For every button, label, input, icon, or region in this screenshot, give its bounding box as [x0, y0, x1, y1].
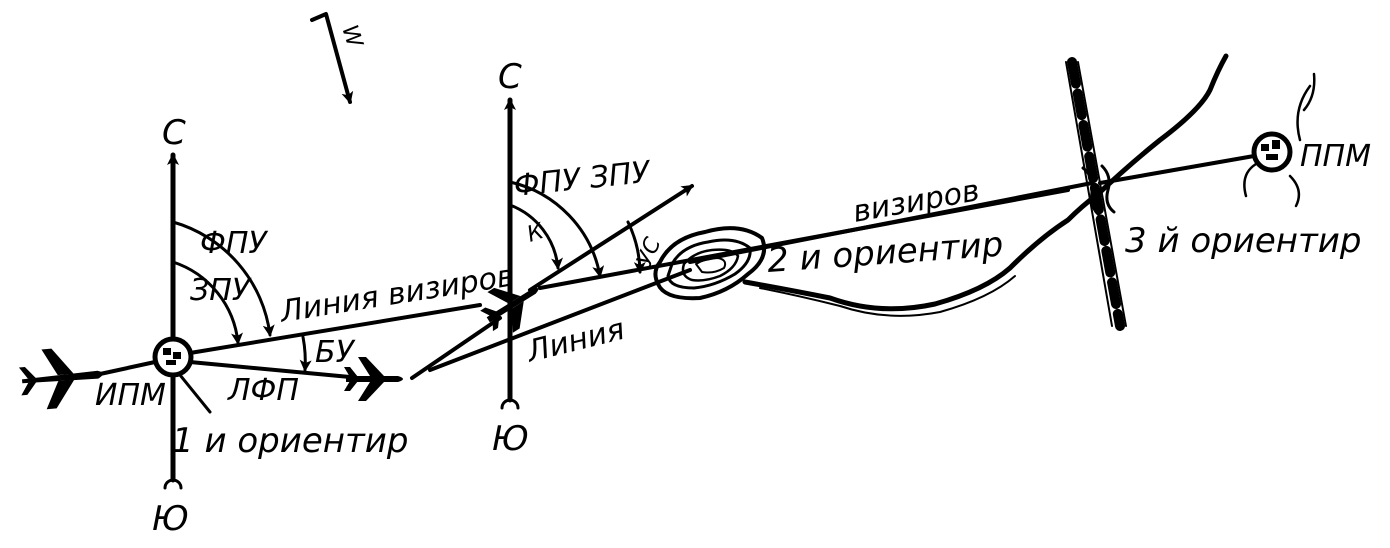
- bu-arc: [299, 335, 312, 372]
- correction-track: [410, 316, 502, 380]
- landmark-1-leader: [178, 373, 212, 414]
- sight-2-label: визиров: [850, 173, 982, 230]
- wind-label: W: [336, 22, 367, 52]
- landmark-3-label: 3 й ориентир: [1125, 221, 1361, 261]
- ppm-circle: [1251, 131, 1293, 173]
- south-label-2: Ю: [492, 419, 529, 459]
- river: [742, 53, 1229, 312]
- zpu-label-1: ЗПУ: [190, 273, 252, 308]
- ipm-building-icon: [163, 348, 171, 355]
- south-hook-2: [500, 398, 520, 410]
- actual-track-line: [188, 360, 352, 379]
- landmark-2-label: 2 и ориентир: [766, 225, 1005, 281]
- south-label-1: Ю: [152, 499, 189, 539]
- wind-arrow-line: [310, 12, 354, 104]
- ipm-building-icon-3: [166, 360, 176, 365]
- railway-landmark-3: [1065, 57, 1127, 331]
- ppm-station: [1243, 72, 1316, 208]
- north-label-1: С: [162, 113, 186, 153]
- aircraft-1-icon: [18, 348, 103, 410]
- lfp-label: ЛФП: [227, 373, 299, 408]
- sight-to-landmark-3: [688, 181, 1094, 264]
- river-inner: [759, 275, 1016, 317]
- k-arc: [508, 203, 564, 270]
- fpu-zpu-label: ФПУ ЗПУ: [512, 155, 653, 204]
- line-2-label: Линия: [522, 312, 628, 370]
- fpu-label-1: ФПУ: [200, 226, 268, 261]
- wind-indicator: W: [310, 12, 367, 104]
- compass-1: С Ю: [152, 113, 189, 539]
- line-of-sight-2-lower: [428, 268, 692, 372]
- lake-landmark-2: [653, 226, 767, 301]
- line-of-sight-1: [188, 303, 482, 355]
- north-label-2: С: [498, 57, 522, 97]
- bu-label: БУ: [315, 335, 356, 370]
- track-to-ppm: [1098, 154, 1256, 185]
- zpu-arc-1: [171, 260, 243, 345]
- approach-track-line: [98, 360, 157, 376]
- ppm-building-icon-2: [1272, 140, 1280, 149]
- ppm-building-icon-3: [1266, 154, 1278, 160]
- fpu-arc-2: [508, 180, 605, 278]
- aircraft-2-icon: [344, 357, 403, 401]
- us-arc: [626, 220, 646, 274]
- fpu-arc-1: [171, 220, 275, 337]
- heading-arrow: [528, 184, 694, 292]
- south-hook-1: [163, 478, 183, 490]
- compass-2: С Ю: [492, 57, 529, 459]
- aircraft-3-icon: [480, 287, 539, 333]
- ipm-station: [152, 336, 194, 378]
- landmark-1-label: 1 и ориентир: [172, 421, 408, 461]
- ipm-building-icon-2: [173, 352, 181, 359]
- ppm-label: ППМ: [1300, 139, 1371, 174]
- ppm-building-icon: [1261, 144, 1269, 151]
- ipm-label: ИПМ: [95, 378, 166, 413]
